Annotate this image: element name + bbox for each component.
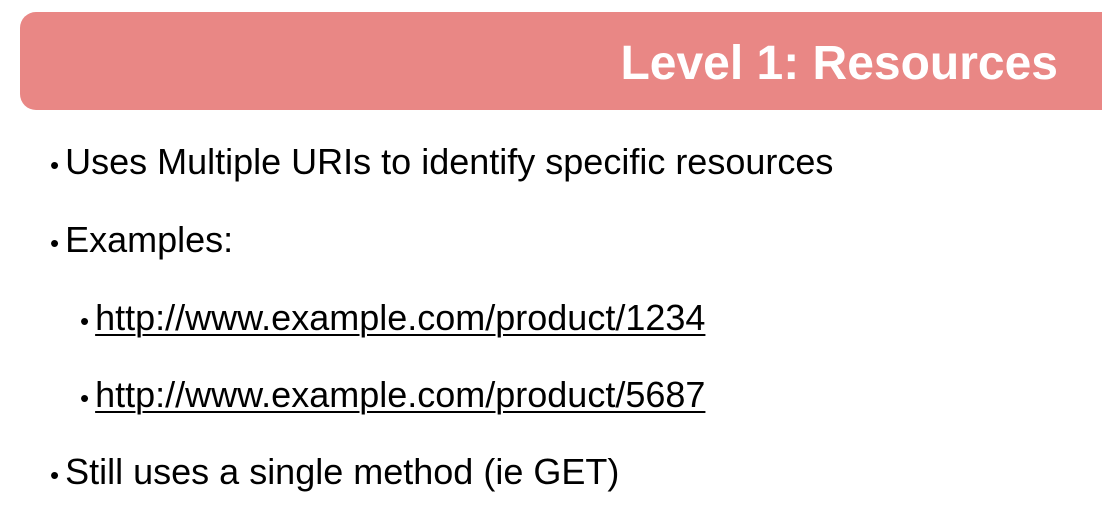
title-banner: Level 1: Resources: [20, 12, 1102, 110]
sub-bullet-item: • http://www.example.com/product/1234: [80, 296, 705, 343]
bullet-dot-icon: •: [50, 228, 60, 258]
bullet-text: Examples:: [65, 219, 234, 260]
bullet-dot-icon: •: [80, 383, 90, 413]
bullet-item: • Still uses a single method (ie GET): [50, 450, 619, 497]
example-link-5687[interactable]: http://www.example.com/product/5687: [95, 374, 706, 415]
bullet-dot-icon: •: [50, 150, 60, 180]
sub-bullet-item: • http://www.example.com/product/5687: [80, 373, 705, 420]
bullet-dot-icon: •: [80, 306, 90, 336]
bullet-item: • Uses Multiple URIs to identify specifi…: [50, 140, 833, 187]
bullet-text: Still uses a single method (ie GET): [65, 451, 620, 492]
bullet-text: Uses Multiple URIs to identify specific …: [65, 141, 834, 182]
bullet-dot-icon: •: [50, 460, 60, 490]
example-link-1234[interactable]: http://www.example.com/product/1234: [95, 297, 706, 338]
slide-title: Level 1: Resources: [620, 37, 1058, 90]
bullet-item: • Examples:: [50, 218, 233, 265]
